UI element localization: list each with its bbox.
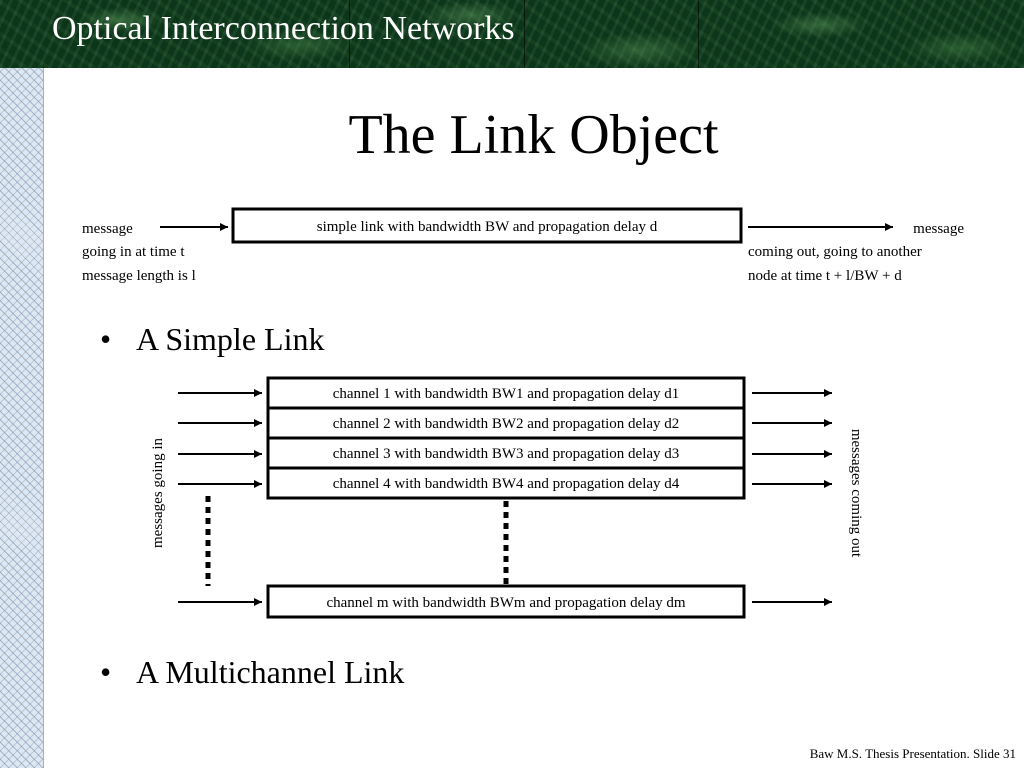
input-label-line-2: going in at time t: [82, 244, 185, 260]
header-divider: [524, 0, 525, 68]
slide-footer: Baw M.S. Thesis Presentation. Slide 31: [809, 746, 1016, 761]
messages-coming-out-label: messages coming out: [848, 429, 864, 558]
channel-box: [266, 466, 746, 500]
channel-box: [266, 584, 746, 619]
input-label-line-3: message length is l: [82, 268, 196, 284]
channel-box: [266, 376, 746, 410]
channel-row: channel 1 with bandwidth BW1 and propaga…: [178, 376, 832, 410]
channel-row: channel 3 with bandwidth BW3 and propaga…: [178, 436, 832, 470]
bullet-dot: •: [100, 654, 112, 690]
channel-label: channel 1 with bandwidth BW1 and propaga…: [333, 386, 680, 402]
channel-label: channel 2 with bandwidth BW2 and propaga…: [333, 416, 680, 432]
slide-title: The Link Object: [348, 104, 719, 166]
bullet-text: A Multichannel Link: [136, 654, 405, 690]
channel-label: channel m with bandwidth BWm and propaga…: [326, 595, 685, 611]
simple-link-label: simple link with bandwidth BW and propag…: [317, 219, 658, 235]
bullet-multichannel-link: • A Multichannel Link: [100, 652, 404, 692]
slide-header: Optical Interconnection Networks: [0, 0, 1024, 68]
decorative-sidebar: [0, 68, 44, 768]
simple-link-box: [231, 207, 743, 244]
multichannel-link-diagram: messages going in messages coming out ch…: [140, 370, 880, 625]
simple-link-diagram: message going in at time t message lengt…: [78, 200, 973, 292]
bullet-simple-link: • A Simple Link: [100, 319, 324, 359]
header-title: Optical Interconnection Networks: [52, 10, 515, 47]
bullet-text: A Simple Link: [136, 321, 325, 357]
bullet-dot: •: [100, 321, 112, 357]
header-divider: [698, 0, 699, 68]
channel-row: channel 2 with bandwidth BW2 and propaga…: [178, 406, 832, 440]
output-label-line-2: coming out, going to another: [748, 244, 922, 260]
channel-row: channel 4 with bandwidth BW4 and propaga…: [178, 466, 832, 500]
output-label-line-1: message: [913, 221, 964, 237]
header-divider: [349, 0, 350, 68]
messages-going-in-label: messages going in: [150, 438, 166, 548]
channel-row-last: channel m with bandwidth BWm and propaga…: [178, 584, 832, 619]
channel-label: channel 4 with bandwidth BW4 and propaga…: [333, 476, 680, 492]
output-label-line-3: node at time t + l/BW + d: [748, 268, 902, 284]
input-label-line-1: message: [82, 221, 133, 237]
channel-label: channel 3 with bandwidth BW3 and propaga…: [333, 446, 680, 462]
